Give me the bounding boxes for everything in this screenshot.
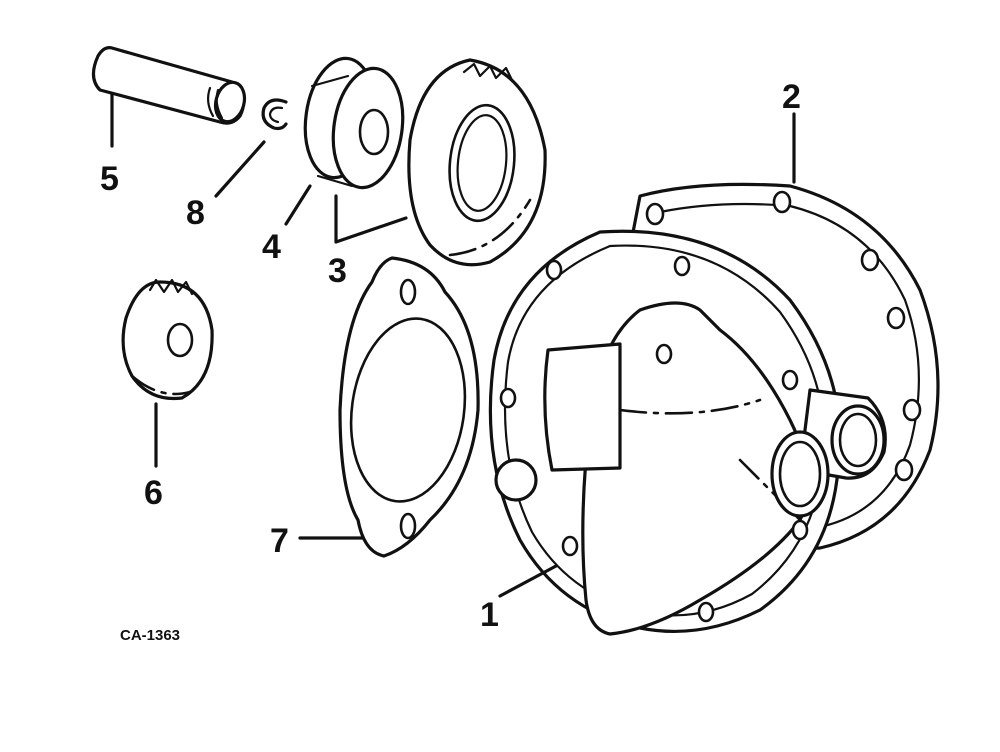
leader-4 <box>284 184 312 226</box>
leader-8 <box>214 140 266 198</box>
part-3-gear <box>407 58 547 267</box>
part-1-housing <box>488 229 887 636</box>
callout-6: 6 <box>144 474 163 512</box>
callout-5: 5 <box>100 160 119 198</box>
part-8-snap-ring <box>261 98 288 131</box>
drawing-code: CA-1363 <box>120 627 180 644</box>
callout-1: 1 <box>480 596 499 634</box>
part-4-bushing <box>303 56 405 190</box>
callout-4: 4 <box>262 228 281 266</box>
part-7-gasket <box>338 256 480 558</box>
leader-lines <box>110 92 796 598</box>
callout-3: 3 <box>328 252 347 290</box>
callout-2: 2 <box>782 78 801 116</box>
leader-1 <box>498 564 558 598</box>
callout-8: 8 <box>186 194 205 232</box>
leader-3 <box>334 194 408 244</box>
part-6-gear <box>121 278 214 401</box>
callout-7: 7 <box>270 522 289 560</box>
part-5-pin <box>91 46 247 125</box>
